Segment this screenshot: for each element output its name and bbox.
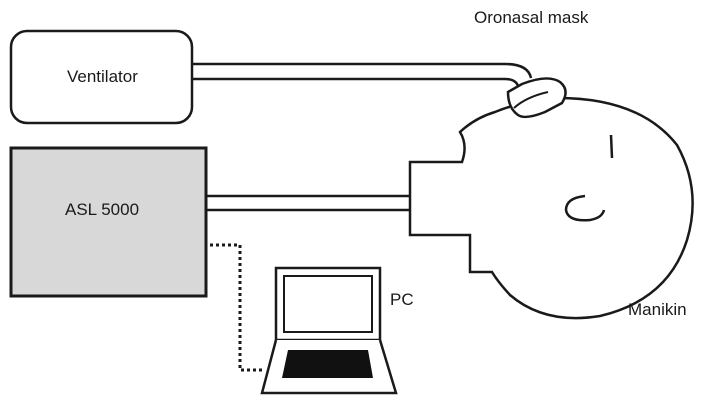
data-cable xyxy=(210,243,262,372)
mask-label: Oronasal mask xyxy=(474,8,589,27)
pc-laptop xyxy=(260,266,398,395)
asl-5000-label: ASL 5000 xyxy=(65,200,140,219)
manikin-mouth xyxy=(564,194,606,222)
manikin-head xyxy=(408,96,694,320)
asl-tube xyxy=(206,194,410,212)
pc-keyboard xyxy=(282,350,373,378)
manikin-eye xyxy=(609,134,614,159)
ventilator-box xyxy=(9,29,194,125)
asl-5000-box xyxy=(9,146,208,298)
pc-label: PC xyxy=(390,290,414,309)
oronasal-mask xyxy=(506,77,567,119)
ventilator-tube xyxy=(192,62,533,91)
ventilator-label: Ventilator xyxy=(67,67,138,86)
manikin-label: Manikin xyxy=(628,300,687,319)
